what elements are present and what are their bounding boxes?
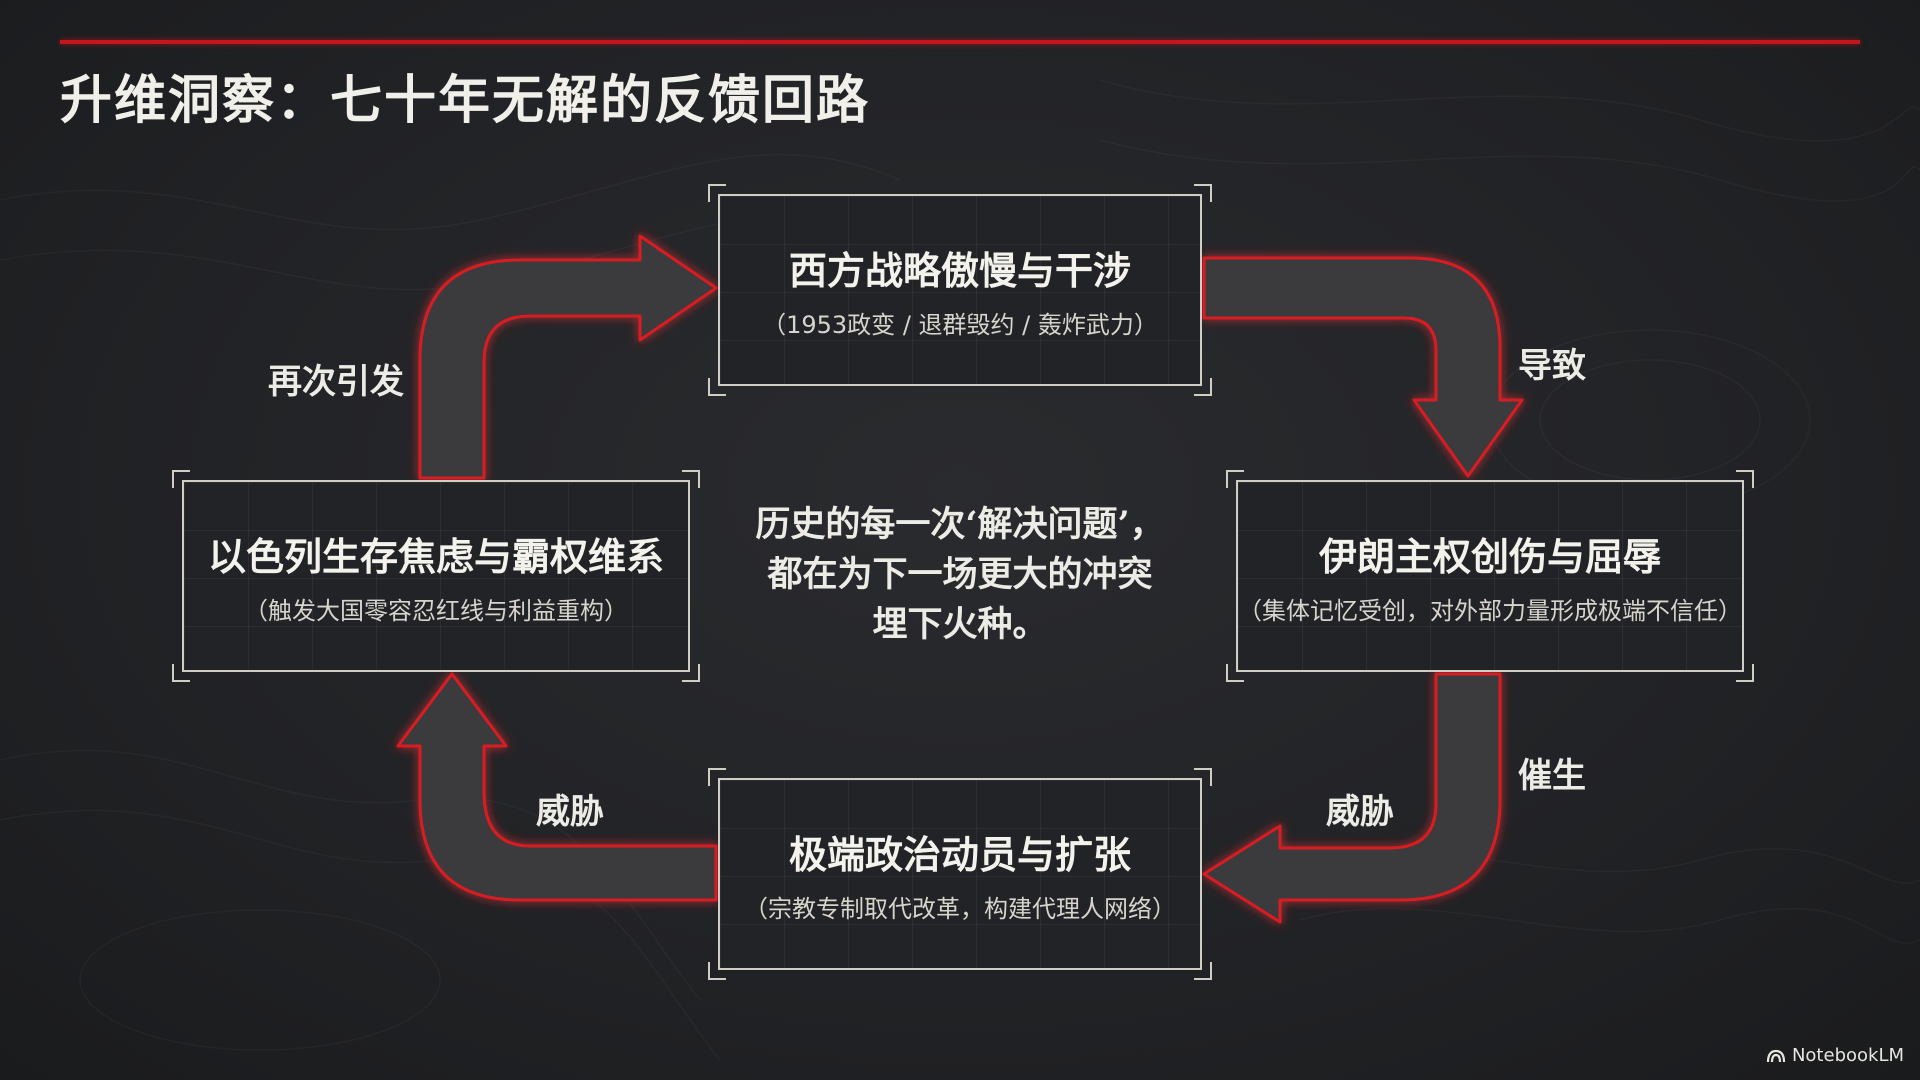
title-accent-line [60, 40, 1860, 44]
center-line-2: 都在为下一场更大的冲突 [767, 554, 1153, 595]
center-line-1: 历史的每一次‘解决问题’， [755, 504, 1165, 545]
arrow-top-to-right [1202, 256, 1524, 478]
edge-label-triggers-again: 再次引发 [268, 362, 404, 402]
brand-name: NotebookLM [1791, 1045, 1904, 1066]
node-title: 以色列生存焦虑与霸权维系 [207, 534, 664, 579]
node-subtitle: （宗教专制取代改革，构建代理人网络） [744, 895, 1176, 923]
node-israel-anxiety: 以色列生存焦虑与霸权维系 （触发大国零容忍红线与利益重构） [172, 470, 700, 682]
node-subtitle: （触发大国零容忍红线与利益重构） [244, 597, 628, 625]
arrow-right-to-bottom [1202, 672, 1502, 924]
edge-label-threat-right: 威胁 [1326, 792, 1394, 832]
node-title: 伊朗主权创伤与屈辱 [1318, 534, 1661, 579]
page-title: 升维洞察：七十年无解的反馈回路 [60, 70, 871, 131]
edge-label-threat-left: 威胁 [536, 792, 604, 832]
arrow-left-to-top [418, 234, 718, 480]
node-title: 西方战略傲慢与干涉 [788, 248, 1131, 293]
edge-label-breeds: 催生 [1518, 756, 1586, 796]
edge-label-leads-to: 导致 [1518, 346, 1586, 386]
node-subtitle: （集体记忆受创，对外部力量形成极端不信任） [1238, 597, 1742, 625]
center-insight: 历史的每一次‘解决问题’， 都在为下一场更大的冲突 埋下火种。 [740, 500, 1180, 650]
node-western-intervention: 西方战略傲慢与干涉 （1953政变 / 退群毁约 / 轰炸武力） [708, 184, 1212, 396]
center-line-3: 埋下火种。 [872, 604, 1048, 645]
node-iran-trauma: 伊朗主权创伤与屈辱 （集体记忆受创，对外部力量形成极端不信任） [1226, 470, 1754, 682]
arrow-bottom-to-left [396, 672, 718, 902]
node-subtitle: （1953政变 / 退群毁约 / 轰炸武力） [762, 311, 1158, 339]
node-title: 极端政治动员与扩张 [788, 832, 1131, 877]
brand-watermark: NotebookLM [1766, 1045, 1904, 1066]
node-extreme-mobilization: 极端政治动员与扩张 （宗教专制取代改革，构建代理人网络） [708, 768, 1212, 980]
notebooklm-logo-icon [1766, 1049, 1786, 1062]
